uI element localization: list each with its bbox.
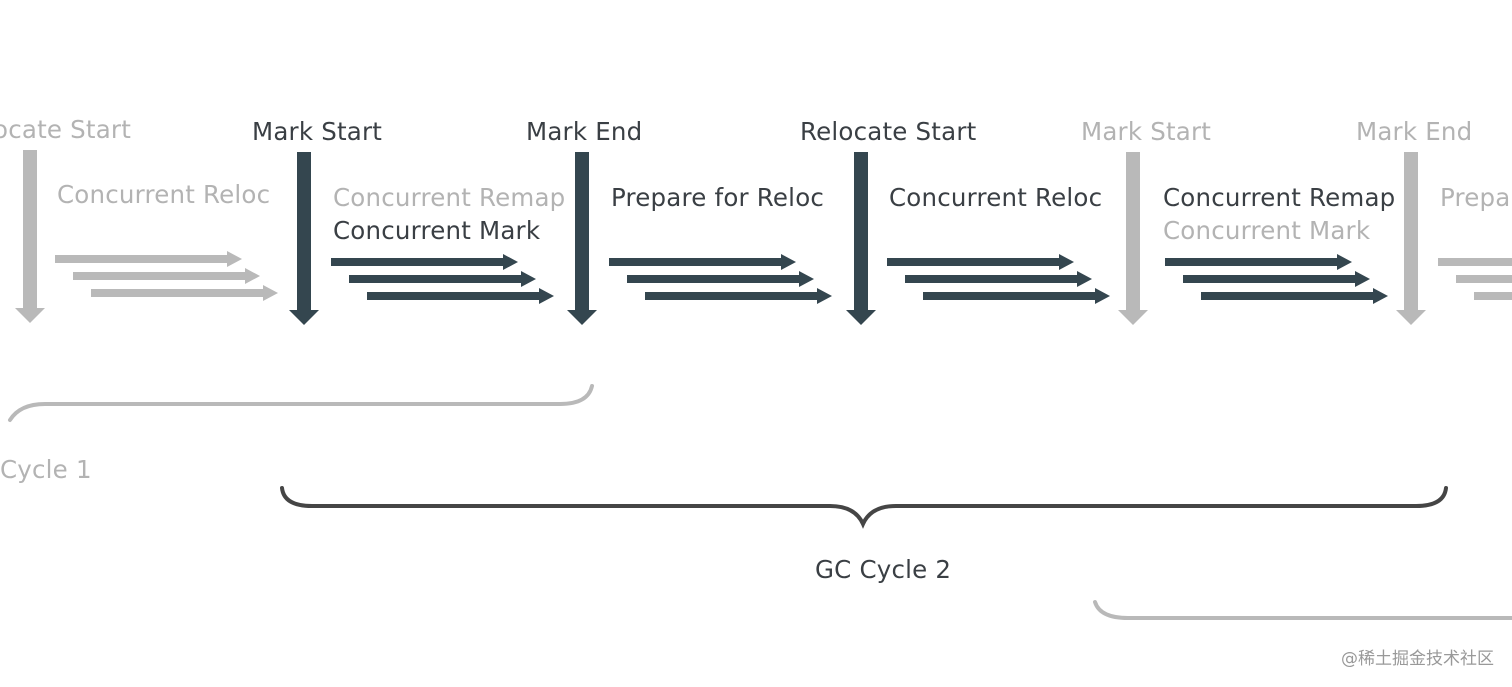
- phase-arrow-relocate-start-1: [846, 152, 876, 325]
- concurrent-arrows-prepare-next: [1438, 258, 1512, 300]
- label-concurrent-mark-2: Concurrent Mark: [1163, 216, 1371, 245]
- phase-arrow-mark-end-1: [567, 152, 597, 325]
- caption-gc-cycle-1: Cycle 1: [0, 455, 92, 484]
- phase-arrow-relocate-start-prev: [15, 150, 45, 323]
- phase-arrow-mark-end-2: [1396, 152, 1426, 325]
- label-relocate-start-1: Relocate Start: [800, 117, 977, 146]
- concurrent-arrows-mark-2: [1165, 254, 1388, 304]
- phase-arrow-mark-start-1: [289, 152, 319, 325]
- label-prepare-for-reloc-1: Prepare for Reloc: [611, 183, 825, 212]
- brace-gc-cycle-2: [280, 486, 1448, 529]
- watermark: @稀土掘金技术社区: [1341, 649, 1494, 669]
- concurrent-arrows-mark-1: [331, 254, 554, 304]
- brace-gc-cycle-1: [8, 384, 594, 422]
- label-mark-end-1: Mark End: [526, 117, 643, 146]
- label-concurrent-mark-1: Concurrent Mark: [333, 216, 541, 245]
- label-concurrent-remap-2: Concurrent Remap: [1163, 183, 1396, 212]
- brace-gc-cycle-3: [1093, 600, 1512, 620]
- concurrent-arrows-reloc-prev: [55, 251, 278, 301]
- phase-arrow-mark-start-2: [1118, 152, 1148, 325]
- caption-gc-cycle-2: GC Cycle 2: [815, 555, 952, 584]
- label-relocate-start-prev: locate Start: [0, 115, 131, 144]
- concurrent-arrows-reloc-1: [887, 254, 1110, 304]
- concurrent-arrows-prepare-1: [609, 254, 832, 304]
- label-mark-end-2: Mark End: [1356, 117, 1473, 146]
- label-prepare-next: Prepa: [1440, 183, 1511, 212]
- label-mark-start-1: Mark Start: [252, 117, 383, 146]
- label-mark-start-2: Mark Start: [1081, 117, 1212, 146]
- label-concurrent-reloc-prev: Concurrent Reloc: [57, 180, 271, 209]
- label-concurrent-reloc-1: Concurrent Reloc: [889, 183, 1103, 212]
- label-concurrent-remap-1: Concurrent Remap: [333, 183, 566, 212]
